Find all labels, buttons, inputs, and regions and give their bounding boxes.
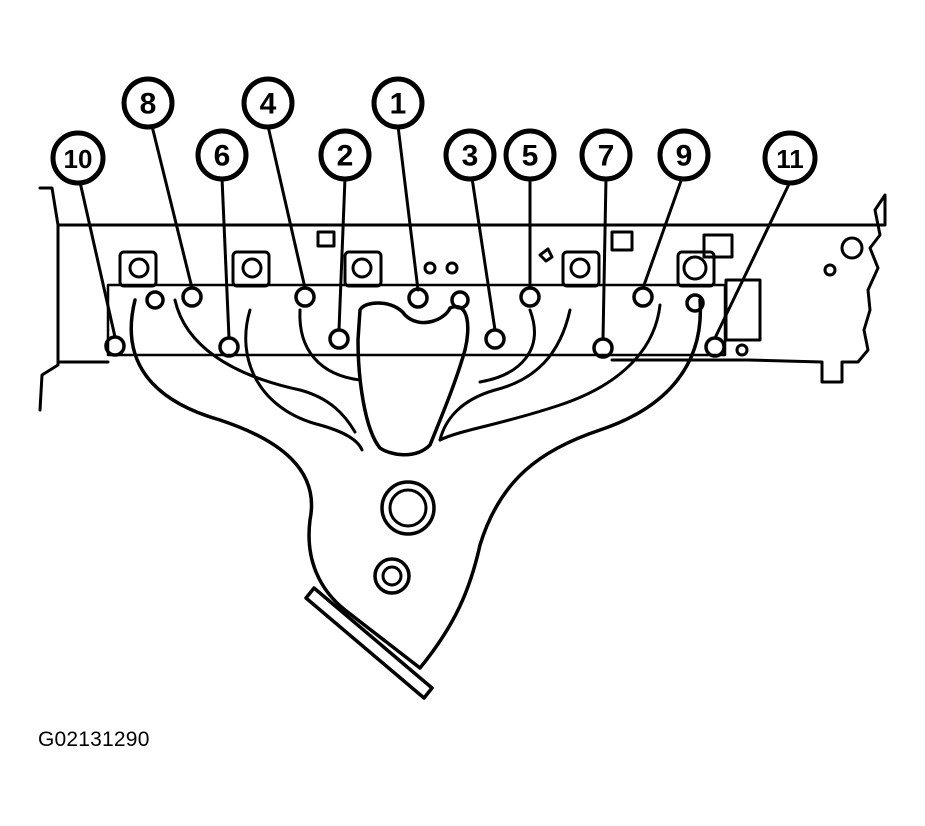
runner-4 [478, 308, 536, 384]
callout-8-circle [121, 76, 175, 130]
head-bolt-small [823, 263, 837, 277]
callout-3-circle [443, 128, 497, 182]
head-mark [538, 247, 554, 263]
collector-bolt-inner [381, 565, 403, 587]
port-flange [343, 250, 383, 288]
bolt-3 [484, 328, 506, 350]
bolt-extra [145, 290, 165, 310]
bolt-2 [328, 328, 350, 350]
head-bracket [724, 278, 762, 342]
head-gasket-line [56, 358, 750, 364]
leader-11 [713, 180, 792, 340]
leader-10 [78, 180, 117, 339]
callout-6-circle [195, 128, 249, 182]
runner-2b [298, 308, 362, 382]
stud [682, 255, 708, 281]
collector-boss-inner [388, 488, 428, 528]
bolt-1 [407, 287, 429, 309]
callout-7-circle [579, 128, 633, 182]
leader-2 [337, 176, 347, 332]
port-flange [561, 250, 601, 288]
stud [445, 261, 459, 275]
figure-id: G02131290 [38, 728, 150, 751]
stud [423, 261, 437, 275]
bolt-6 [218, 336, 240, 358]
bolt-8 [181, 286, 203, 308]
stud [128, 257, 150, 279]
center-port [356, 301, 470, 457]
leader-9 [641, 176, 684, 290]
callout-10-label: 10 [64, 144, 93, 174]
callout-8-label: 8 [140, 88, 157, 121]
manifold-body [129, 298, 703, 670]
port-flange [676, 250, 716, 288]
callout-5-circle [503, 128, 557, 182]
stud [569, 257, 591, 279]
runner-3 [438, 308, 572, 442]
head-bolt-small [735, 343, 749, 357]
runner-1 [173, 298, 357, 434]
stud [351, 257, 373, 279]
callout-4-label: 4 [260, 88, 277, 121]
leader-8 [150, 124, 194, 290]
leader-4 [266, 124, 307, 290]
bolt-extra [685, 293, 705, 313]
bolt-4 [294, 286, 316, 308]
callout-11-label: 11 [776, 144, 804, 174]
bolt-11 [704, 336, 726, 358]
bolt-5 [519, 286, 541, 308]
runner-2 [244, 308, 364, 452]
collector-boss-outer [380, 480, 436, 536]
callout-2-circle [318, 128, 372, 182]
leader-1 [396, 124, 420, 292]
runner-5 [438, 303, 662, 442]
head-boss [840, 236, 864, 260]
leader-7 [601, 176, 608, 341]
manifold-flange [106, 283, 727, 357]
head-boss [316, 230, 336, 248]
callout-1-circle [371, 76, 425, 130]
port-flange [118, 250, 158, 288]
callout-1-label: 1 [390, 88, 407, 121]
callout-7-label: 7 [598, 140, 615, 173]
bolt-extra [450, 290, 470, 310]
head-boss [702, 233, 734, 259]
collector-bolt-outer [373, 557, 411, 595]
callout-3-label: 3 [462, 140, 479, 173]
callout-5-label: 5 [522, 140, 539, 173]
callout-9-label: 9 [676, 140, 693, 173]
port-flange [231, 250, 271, 288]
callout-6-label: 6 [214, 140, 231, 173]
cylinder-head-outline [38, 186, 887, 412]
bolt-9 [632, 286, 654, 308]
callout-4-circle [241, 76, 295, 130]
outlet-flange [304, 586, 434, 700]
head-boss [610, 230, 634, 252]
callout-10-circle [50, 130, 106, 186]
stud [241, 257, 263, 279]
leader-6 [220, 176, 231, 340]
callout-2-label: 2 [337, 140, 354, 173]
leader-3 [470, 176, 497, 332]
callout-9-circle [657, 128, 711, 182]
callout-11-circle [762, 130, 818, 186]
